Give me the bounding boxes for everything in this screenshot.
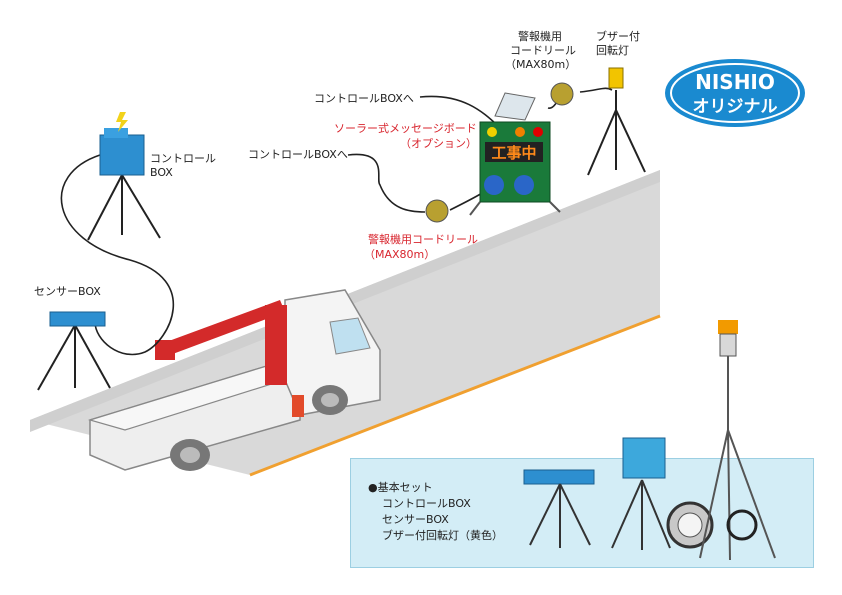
label-sensor-box: センサーBOX <box>34 285 101 298</box>
cord-reel-top <box>550 82 574 106</box>
basic-set-list: ●基本セット コントロールBOX センサーBOX ブザー付回転灯（黄色） <box>368 480 503 544</box>
nishio-original-logo: NISHIO オリジナル <box>665 59 805 127</box>
label-cord-reel-top-1: 警報機用 <box>518 30 562 43</box>
logo-line1: NISHIO <box>695 70 775 94</box>
label-solar-board-option: （オプション） <box>400 137 477 150</box>
basic-set-title: ●基本セット <box>368 481 433 494</box>
label-cord-reel-mid-1: 警報機用コードリール <box>368 233 478 246</box>
label-solar-board: ソーラー式メッセージボード <box>334 122 477 135</box>
logo-line2: オリジナル <box>693 97 778 117</box>
sensor-box-device <box>37 311 111 391</box>
cord-reel-mid <box>425 199 449 223</box>
label-control-box-left: コントロール BOX <box>150 152 216 179</box>
label-buzzer-top-1: ブザー付 <box>596 30 640 43</box>
basic-set-item-control-box: コントロールBOX <box>382 497 471 510</box>
message-board-device: 工事中 <box>469 92 561 216</box>
buzzer-light-device <box>587 67 646 176</box>
label-cord-reel-top-2: コードリール <box>510 44 576 57</box>
label-control-box-to-1: コントロールBOXへ <box>314 92 414 105</box>
control-box-left-device <box>87 112 161 241</box>
label-control-box-to-2: コントロールBOXへ <box>248 148 348 161</box>
basic-set-illustration <box>523 320 776 561</box>
basic-set-item-sensor-box: センサーBOX <box>382 513 449 526</box>
board-text: 工事中 <box>491 144 536 162</box>
basic-set-item-buzzer-light: ブザー付回転灯（黄色） <box>382 529 503 542</box>
label-buzzer-top-2: 回転灯 <box>596 44 629 57</box>
label-cord-reel-top-3: （MAX80m） <box>505 58 577 71</box>
label-cord-reel-mid-2: （MAX80m） <box>364 248 436 261</box>
crane-truck <box>87 289 381 471</box>
